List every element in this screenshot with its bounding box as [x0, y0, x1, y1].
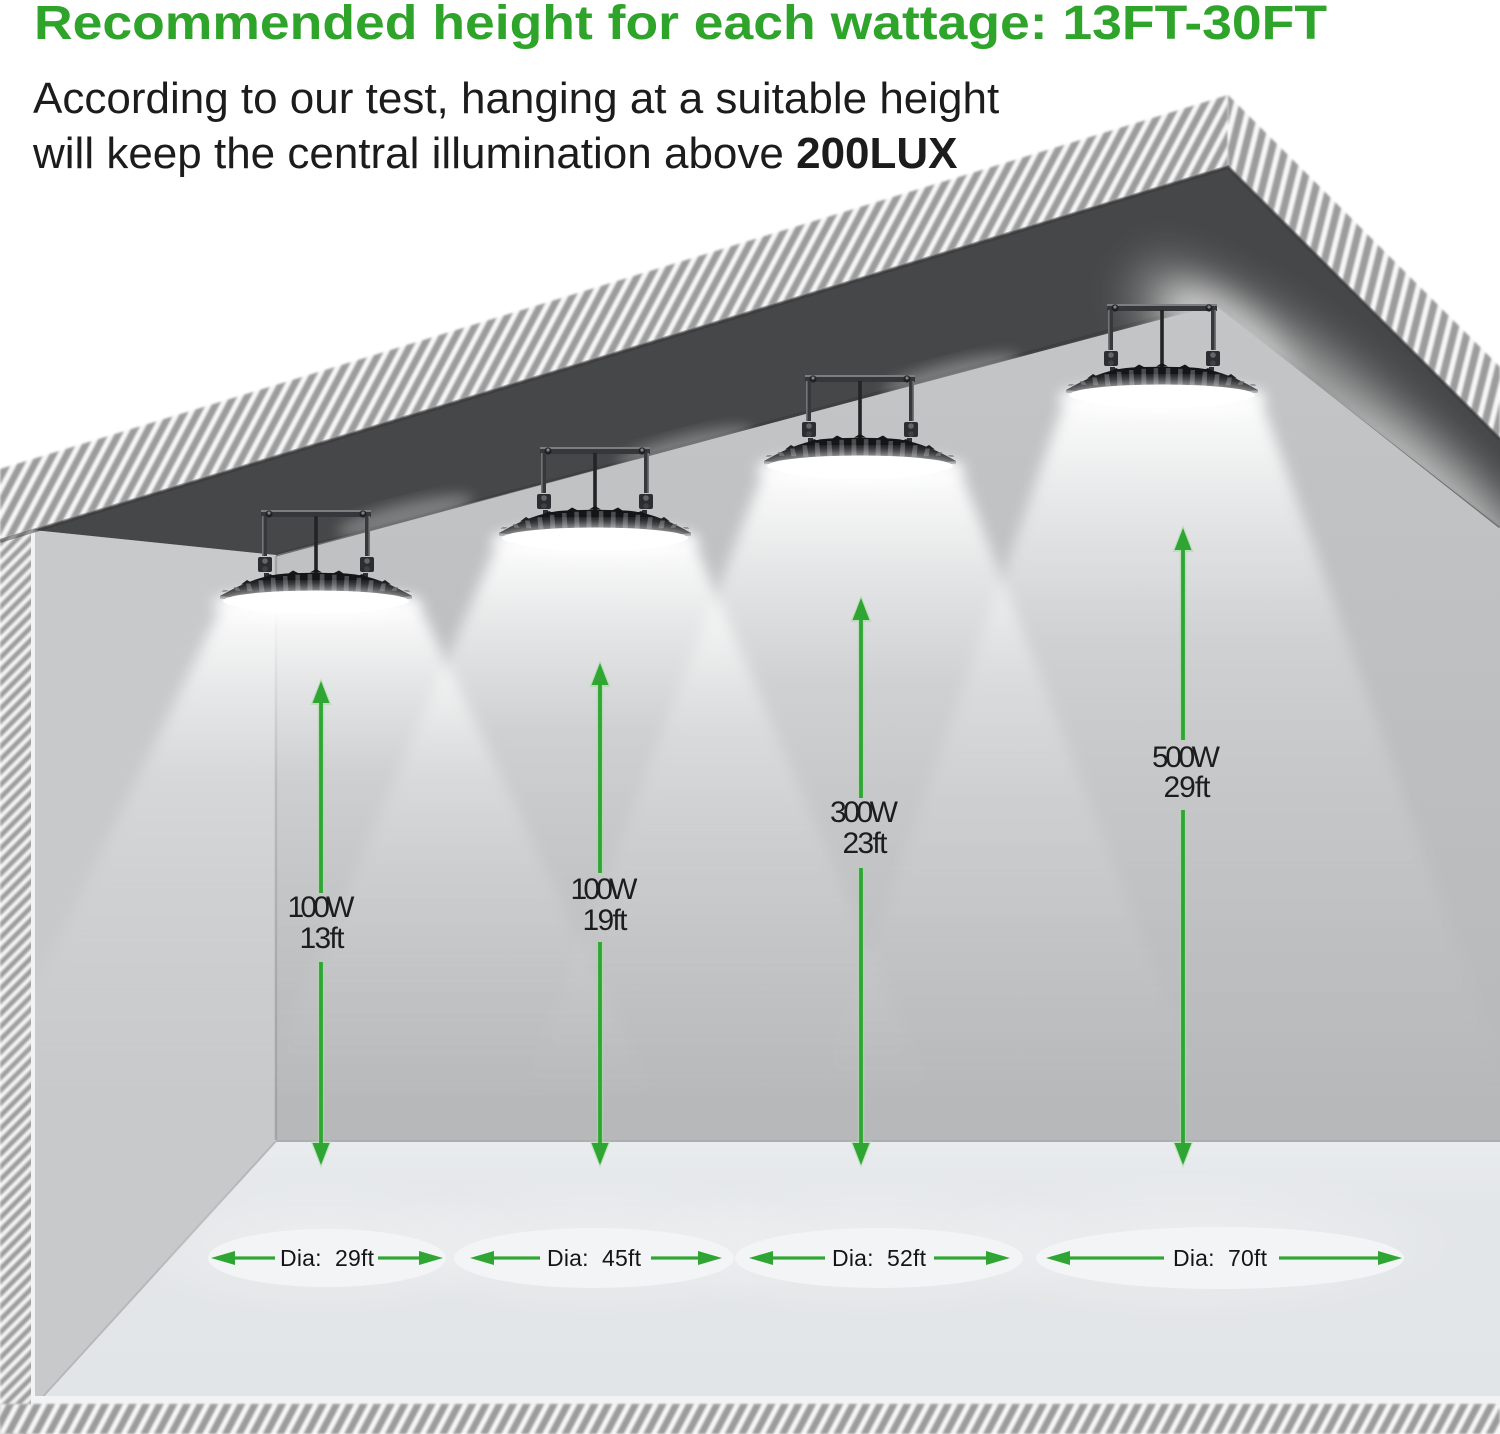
svg-text:23ft: 23ft	[843, 827, 889, 860]
svg-text:Dia: 29ft: Dia: 29ft	[280, 1245, 375, 1271]
svg-text:19ft: 19ft	[583, 904, 629, 937]
svg-text:300W: 300W	[830, 796, 899, 829]
svg-text:29ft: 29ft	[1164, 771, 1212, 804]
svg-text:100W: 100W	[571, 873, 639, 906]
svg-text:100W: 100W	[288, 891, 356, 924]
svg-text:13ft: 13ft	[300, 922, 346, 955]
svg-text:Recommended height for each wa: Recommended height for each wattage: 13F…	[34, 0, 1327, 50]
svg-text:500W: 500W	[1152, 741, 1221, 774]
svg-text:Dia: 70ft: Dia: 70ft	[1173, 1245, 1268, 1271]
svg-text:According to our test, hanging: According to our test, hanging at a suit…	[33, 74, 999, 123]
svg-text:Dia: 45ft: Dia: 45ft	[547, 1245, 642, 1271]
svg-text:Dia: 52ft: Dia: 52ft	[832, 1245, 927, 1271]
svg-text:will keep the central illumina: will keep the central illumination above…	[32, 129, 958, 178]
